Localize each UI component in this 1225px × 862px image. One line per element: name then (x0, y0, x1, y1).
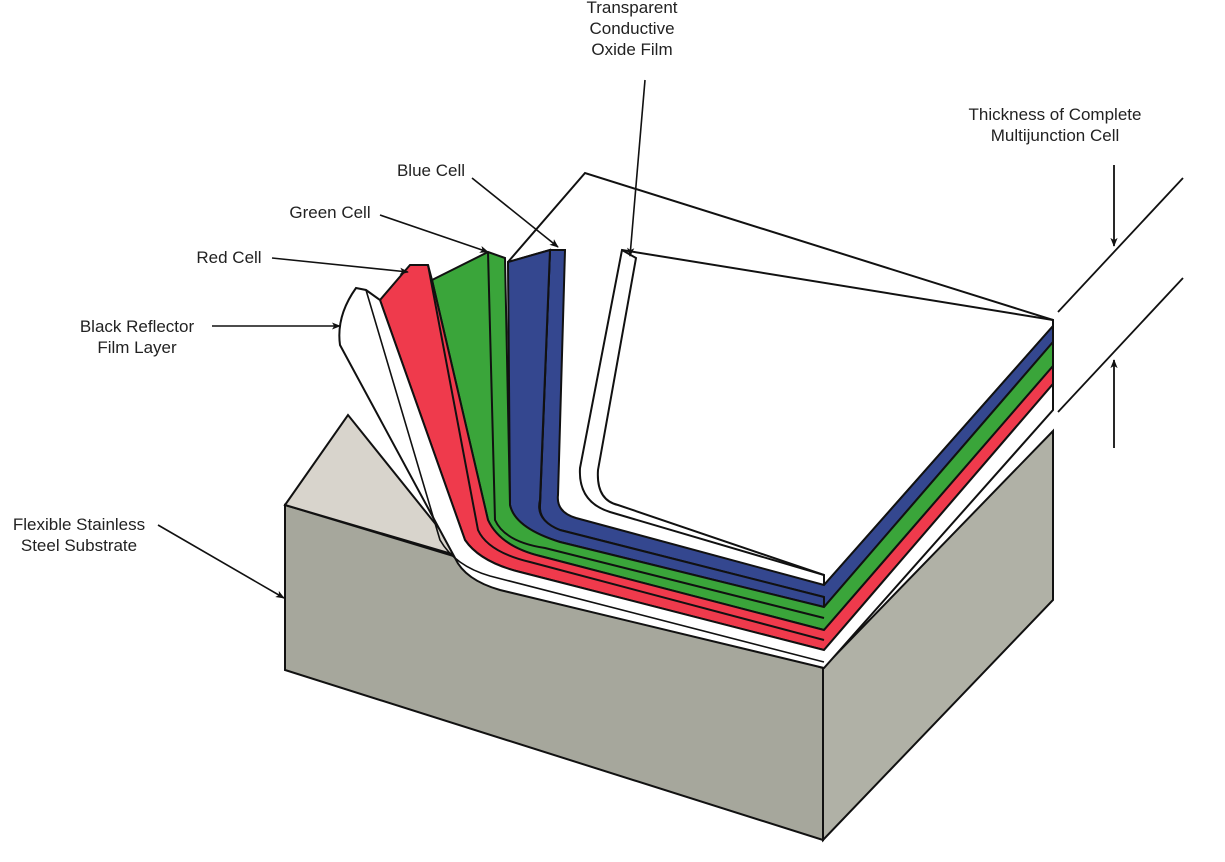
blue-cell-label-text: Blue Cell (396, 161, 466, 180)
leader-arrows (157, 79, 646, 599)
tco-label: Transparent Conductive Oxide Film (572, 0, 692, 60)
blue-cell-arrow (471, 177, 559, 248)
red-cell-label-text: Red Cell (196, 248, 262, 267)
red-cell-arrow (271, 257, 409, 275)
tco-label-line-2: Conductive (589, 19, 675, 38)
black-reflector-label-line-2: Film Layer (97, 338, 177, 357)
tco-label-line-1: Transparent (586, 0, 678, 17)
green-cell-label-text: Green Cell (289, 203, 371, 222)
tco-arrow (627, 79, 646, 257)
thickness-label-line-1: Thickness of Complete (968, 105, 1142, 124)
substrate-arrow (157, 524, 285, 599)
tco-label-line-3: Oxide Film (591, 40, 673, 59)
substrate-label: Flexible Stainless Steel Substrate (0, 514, 158, 556)
substrate-label-line-1: Flexible Stainless (12, 515, 146, 534)
blue-cell-label: Blue Cell (386, 160, 476, 181)
thickness-label-line-2: Multijunction Cell (990, 126, 1120, 145)
substrate-top-face (283, 413, 465, 559)
black-reflector-label: Black Reflector Film Layer (64, 316, 210, 358)
substrate-label-line-2: Steel Substrate (20, 536, 138, 555)
red-cell-label: Red Cell (186, 247, 272, 268)
green-cell-label: Green Cell (280, 202, 380, 223)
substrate-block (283, 413, 1054, 843)
film-layers (338, 171, 1054, 670)
thickness-indicator (1057, 165, 1184, 448)
green-cell-arrow (379, 214, 489, 253)
black-reflector-label-line-1: Black Reflector (79, 317, 195, 336)
thickness-label: Thickness of Complete Multijunction Cell (950, 104, 1160, 146)
